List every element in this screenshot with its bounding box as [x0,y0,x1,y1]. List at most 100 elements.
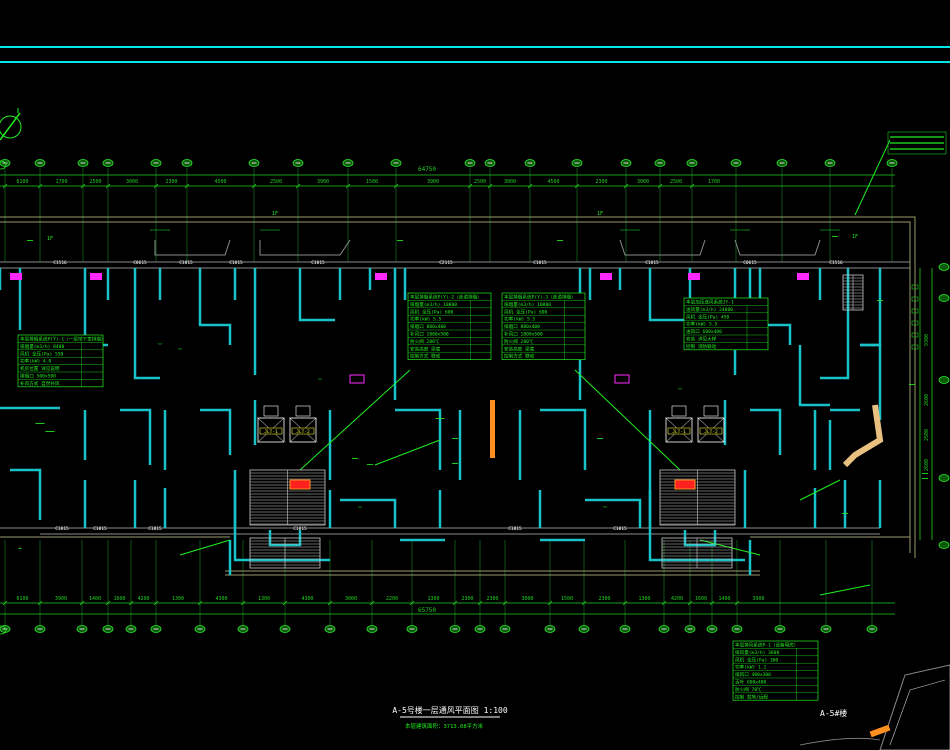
annotation-mark: ▭ [358,504,361,510]
dim-label-bottom: 1400 [718,596,730,602]
annotation-mark: 1F [852,234,858,240]
dim-tick [409,600,415,606]
window-tag: C1815 [311,260,325,266]
dim-tick [689,183,695,189]
dim-tick [153,183,159,189]
elevator-tag-box [259,427,283,435]
note-table-bottom-row: 防火阀 70℃ [735,686,762,693]
note-table-center-left-row: 功率(kW) 5.5 [410,316,442,323]
overall-dimension-top: 64750 [418,166,436,173]
note-table-right-frame [683,297,769,351]
dim-tick [574,183,580,189]
annotation-box [911,284,919,290]
drawing-subtitle: 本层建筑面积：3713.08平方米 [405,722,484,730]
elevator-tag-box [699,427,723,435]
annotation-mark: ━━ [841,511,849,517]
building-walls [0,268,882,575]
key-plan-label: A-5#楼 [820,708,847,718]
axis-grid-bubbles [0,159,950,635]
dim-label-bottom: 2200 [386,596,398,602]
dim-label-bottom: 3900 [55,596,67,602]
wall-segment [10,468,42,520]
fan-unit-icon [90,273,102,280]
note-table-right-row: 控制 消防联动 [686,343,717,350]
dim-label-top: 4500 [214,179,226,185]
damper-icon [349,374,365,384]
annotation-box [911,332,919,338]
window-tag: C1516 [53,260,67,266]
dim-tick [184,183,190,189]
dim-tick [452,600,458,606]
dim-label-top: 2500 [670,179,682,185]
annotation-leaders [179,139,891,596]
note-table-center-left-row: 防火阀 280℃ [410,338,440,345]
wall-segment [198,268,232,345]
note-table-bottom-row: 排风口 400x300 [735,671,771,678]
annotation-mark: ━━ [351,456,359,462]
dim-label-bottom: 1600 [695,596,707,602]
annotation-mark: ━━ [876,298,884,304]
note-table-center-left-row: 本层排烟系统P(Y)-2（走道排烟） [410,294,482,301]
note-table-center-right-row: 安装高度 梁底 [504,345,535,352]
wall-segment [340,498,397,528]
north-arrow-icon [0,108,22,141]
dim-tick [105,183,111,189]
annotation-mark: 1F [47,236,53,242]
window-tag: C1815 [293,526,307,532]
dim-label-bottom: 3000 [345,596,357,602]
note-table-bottom-row: 控制 就地/远程 [735,693,769,700]
annotation-mark: ━━ [831,234,839,240]
dim-tick [37,600,43,606]
axis-bubble-side [938,294,950,302]
wall-segment [648,268,685,322]
elevator-shaft [289,417,317,443]
annotation-mark: 1F [272,211,278,217]
dim-label-bottom: 4200 [671,596,683,602]
dim-tick [393,183,399,189]
window-tag: C0615 [743,260,757,266]
wall-segment [820,268,850,380]
wall-segment [540,408,587,470]
annotation-mark: ━ [17,546,22,552]
note-table-center-right-row: 控制方式 联动 [504,353,535,360]
wall-segment [648,480,745,562]
wall-segment [200,408,232,455]
annotation-mark: 1F [597,211,603,217]
note-table-center-right-row: 补风口 1000x500 [504,331,543,338]
annotation-box [911,320,919,326]
axis-bubble-side [938,376,950,384]
dim-label-top: 1700 [708,179,720,185]
note-table-left-row: 排烟量(m3/h) 8400 [20,343,64,350]
annotation-block [887,131,947,155]
dim-label-bottom: 4200 [137,596,149,602]
note-table-center-left-row: 控制方式 联动 [410,353,441,360]
dim-label-bottom: 2300 [598,596,610,602]
dim-label-bottom: 3900 [752,596,764,602]
annotation-mark: ▭ [158,341,161,347]
dim-label-top: 2300 [595,179,607,185]
dim-tick [734,600,740,606]
fan-unit-icon [797,273,809,280]
overall-dimension-bottom: 65750 [418,607,436,614]
elevator-tag: JLT-2 [296,429,310,435]
elevator-tag-box [291,427,315,435]
note-table-center-right-row: 排烟量(m3/h) 10800 [504,301,551,308]
note-table-left-frame [17,334,104,388]
note-table-center-left-row: 补风口 1000x500 [410,331,449,338]
dim-tick [295,183,301,189]
smoke-fan-icon [674,479,696,490]
annotation-mark: ▭ [678,386,681,392]
dim-tick [467,183,473,189]
axis-bubble-side [0,160,7,170]
annotation-mark: ▭ [178,346,181,352]
elevator-vent-icon [703,405,719,417]
window-tag: C2115 [439,260,453,266]
dim-label-right: 2500 [924,429,930,441]
annotation-mark: ━━━ [34,421,45,427]
annotation-mark: ━━ [908,382,916,388]
